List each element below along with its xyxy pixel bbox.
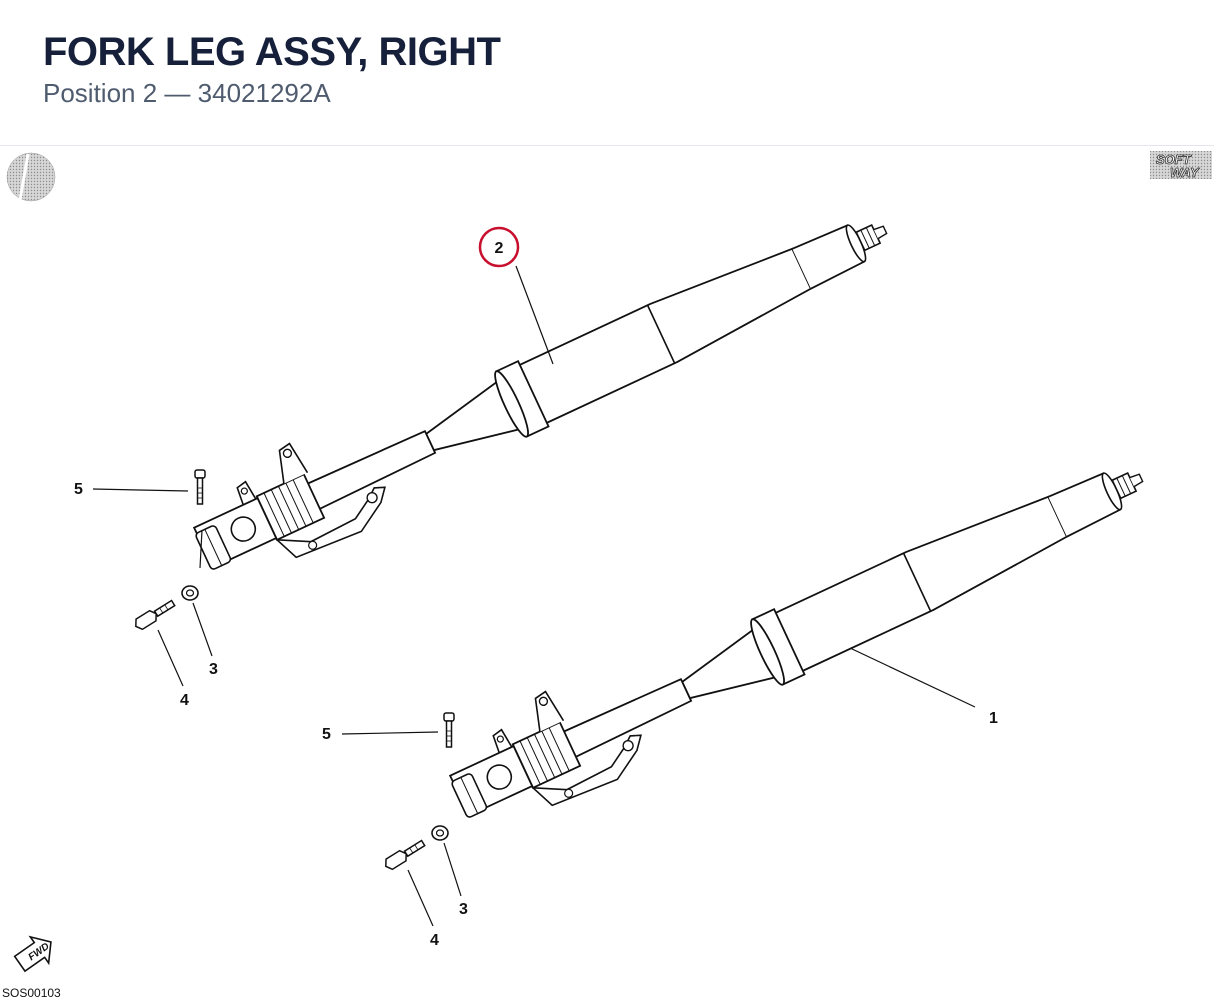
page-subtitle: Position 2 — 34021292A [43,78,331,109]
part-number: 34021292A [197,78,331,108]
washer-lower [431,825,449,841]
leader-lines-upper [92,265,554,687]
callout-5-upper[interactable]: 5 [74,481,83,498]
callout-4-upper[interactable]: 4 [180,692,189,709]
fork-leg-lower [432,424,1164,845]
callout-3-upper[interactable]: 3 [209,661,218,678]
figure-code: SOS00103 [2,986,61,1000]
callout-3-lower[interactable]: 3 [459,901,468,918]
subtitle-separator: — [164,78,191,108]
pinch-bolt-upper [194,469,206,505]
pinch-bolt-lower [443,712,455,748]
callout-2-label: 2 [495,240,504,257]
brand-stripe-logo [6,152,56,202]
page-header: FORK LEG ASSY, RIGHT Position 2 — 340212… [0,0,1214,146]
callout-1-lower[interactable]: 1 [989,710,998,727]
leader-lines-lower [341,647,976,927]
washer-upper [181,585,199,601]
page-title: FORK LEG ASSY, RIGHT [43,30,501,74]
logo-text-way: WAY [1170,165,1200,180]
axle-bolt-lower [381,837,428,873]
axle-bolt-upper [131,597,178,633]
fwd-arrow-icon: FWD [13,935,52,973]
callout-5-lower[interactable]: 5 [322,726,331,743]
fork-leg-upper [176,176,908,597]
callout-4-lower[interactable]: 4 [430,932,439,949]
callout-2-highlight[interactable]: 2 [478,226,520,268]
position-label: Position 2 [43,78,158,108]
softway-logo: SOFT WAY [1150,151,1212,180]
logo-text-soft: SOFT [1156,152,1192,167]
